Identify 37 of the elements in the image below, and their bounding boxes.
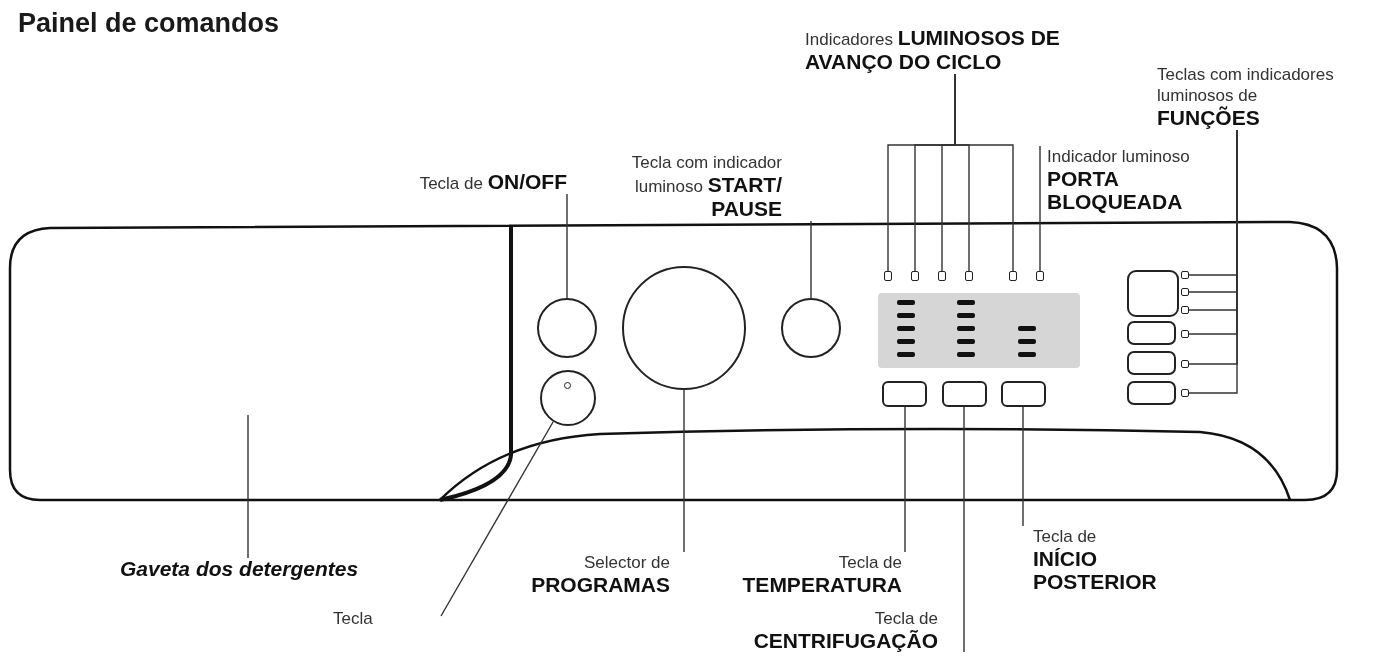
leader-line: [1022, 406, 1024, 527]
callout-label: Tecla: [333, 608, 441, 629]
indicator-light: [1181, 389, 1189, 397]
button: [882, 381, 927, 407]
indicator-light: [1181, 306, 1189, 314]
callout-label: Selector de PROGRAMAS: [520, 552, 692, 596]
indicator-light: [884, 271, 892, 281]
button: [942, 381, 987, 407]
button: [1001, 381, 1046, 407]
indicator-light: [1036, 271, 1044, 281]
leader-line: [963, 406, 965, 653]
leader-line: [954, 73, 1014, 272]
leader-line: [1039, 145, 1041, 272]
button: [781, 298, 841, 358]
leader-line: [683, 389, 685, 553]
button: [537, 298, 597, 358]
callout-label: Indicadores LUMINOSOS DE AVANÇO DO CICLO: [805, 26, 1105, 74]
callout-label: Tecla de CENTRIFUGAÇÃO: [700, 608, 972, 652]
indicator-light: [1181, 360, 1189, 368]
indicator-light: [965, 271, 973, 281]
indicator-light: [938, 271, 946, 281]
indicator-light: [1009, 271, 1017, 281]
indicator-light: [1181, 271, 1189, 279]
leader-line: [566, 193, 568, 299]
leader-line: [810, 220, 812, 299]
callout-label: Gaveta dos detergentes: [120, 558, 390, 579]
leader-line: [440, 421, 554, 617]
callout-label: Indicador luminoso PORTA BLOQUEADA: [1035, 146, 1235, 213]
callout-label: Tecla de TEMPERATURA: [690, 552, 912, 596]
button: [540, 370, 596, 426]
indicator-light: [1181, 288, 1189, 296]
indicator-light: [911, 271, 919, 281]
diagram-title: Painel de comandos: [18, 8, 280, 39]
leader-line: [247, 414, 249, 559]
indicator-light: [1181, 330, 1189, 338]
callout-label: Tecla de INÍCIO POSTERIOR: [1017, 526, 1207, 593]
callout-label: Teclas com indicadores luminosos de FUNÇÕES: [1157, 64, 1357, 130]
